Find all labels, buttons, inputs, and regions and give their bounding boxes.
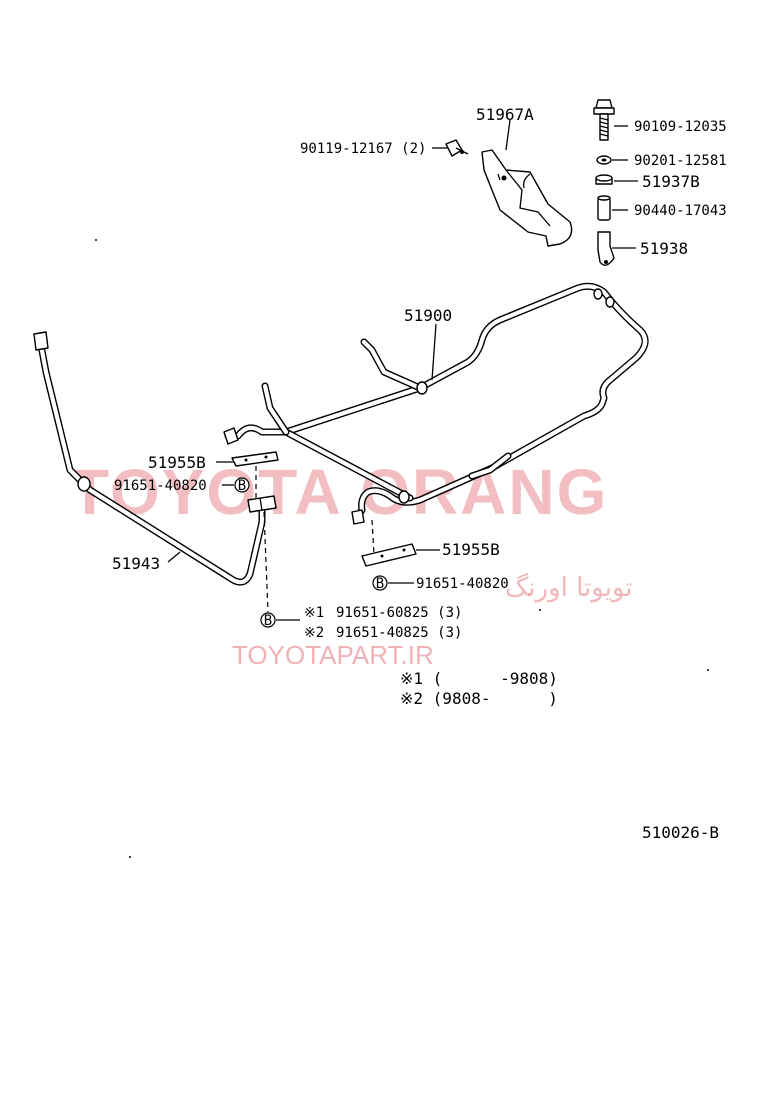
bolt-b-bottom-icon: B bbox=[260, 612, 276, 629]
clamp-left-bottom bbox=[247, 495, 277, 513]
label-90201: 90201-12581 bbox=[634, 153, 727, 169]
legend-line-2: ※2 (9808- ) bbox=[400, 689, 558, 708]
label-90109: 90109-12035 bbox=[634, 119, 727, 135]
label-51938: 51938 bbox=[640, 239, 688, 258]
label-51955B-right: 51955B bbox=[442, 540, 500, 559]
label-51900: 51900 bbox=[404, 306, 452, 325]
label-51943: 51943 bbox=[112, 554, 160, 573]
label-91651-right: 91651-40820 bbox=[416, 576, 509, 592]
washer-90201-icon bbox=[596, 155, 612, 165]
watermark-url: TOYOTAPART.IR bbox=[232, 640, 434, 670]
note1-part: 91651-60825 (3) bbox=[336, 605, 462, 621]
bolt-90119-icon bbox=[445, 139, 469, 157]
stabilizer-bar-51900 bbox=[223, 282, 649, 525]
svg-text:B: B bbox=[264, 613, 272, 629]
legend-line-1: ※1 ( -9808) bbox=[400, 669, 558, 688]
label-51955B-left: 51955B bbox=[148, 453, 206, 472]
retainer-51938-icon bbox=[597, 231, 615, 266]
note2-mark: ※2 bbox=[304, 625, 324, 641]
assembly-dash-right bbox=[371, 519, 375, 555]
label-51967A: 51967A bbox=[476, 105, 534, 124]
watermark-main: TOYOTA ORANG bbox=[70, 456, 608, 528]
stabilizer-link-51943 bbox=[33, 331, 266, 586]
diagram-id: 510026-B bbox=[642, 823, 719, 842]
label-51937B: 51937B bbox=[642, 172, 700, 191]
assembly-dash-left bbox=[263, 511, 269, 613]
bolt-90109-icon bbox=[593, 99, 615, 141]
note2-part: 91651-40825 (3) bbox=[336, 625, 462, 641]
bolt-b-left-icon: B bbox=[234, 477, 250, 494]
scan-specks bbox=[95, 239, 709, 858]
leader-lines bbox=[167, 119, 638, 621]
bracket-51955B-right bbox=[361, 543, 417, 567]
svg-text:B: B bbox=[376, 576, 384, 592]
bolt-b-right-icon: B bbox=[372, 575, 388, 592]
label-90440: 90440-17043 bbox=[634, 203, 727, 219]
bracket-51967A bbox=[481, 149, 573, 247]
collar-90440-icon bbox=[597, 195, 611, 221]
label-90119: 90119-12167 (2) bbox=[300, 141, 426, 157]
watermark-persian: تویوتا اورنگ bbox=[505, 572, 633, 603]
note1-mark: ※1 bbox=[304, 605, 324, 621]
label-91651-left: 91651-40820 bbox=[114, 478, 207, 494]
bracket-51955B-left bbox=[231, 451, 279, 467]
bushing-51937B-icon bbox=[595, 174, 613, 185]
svg-text:B: B bbox=[238, 478, 246, 494]
